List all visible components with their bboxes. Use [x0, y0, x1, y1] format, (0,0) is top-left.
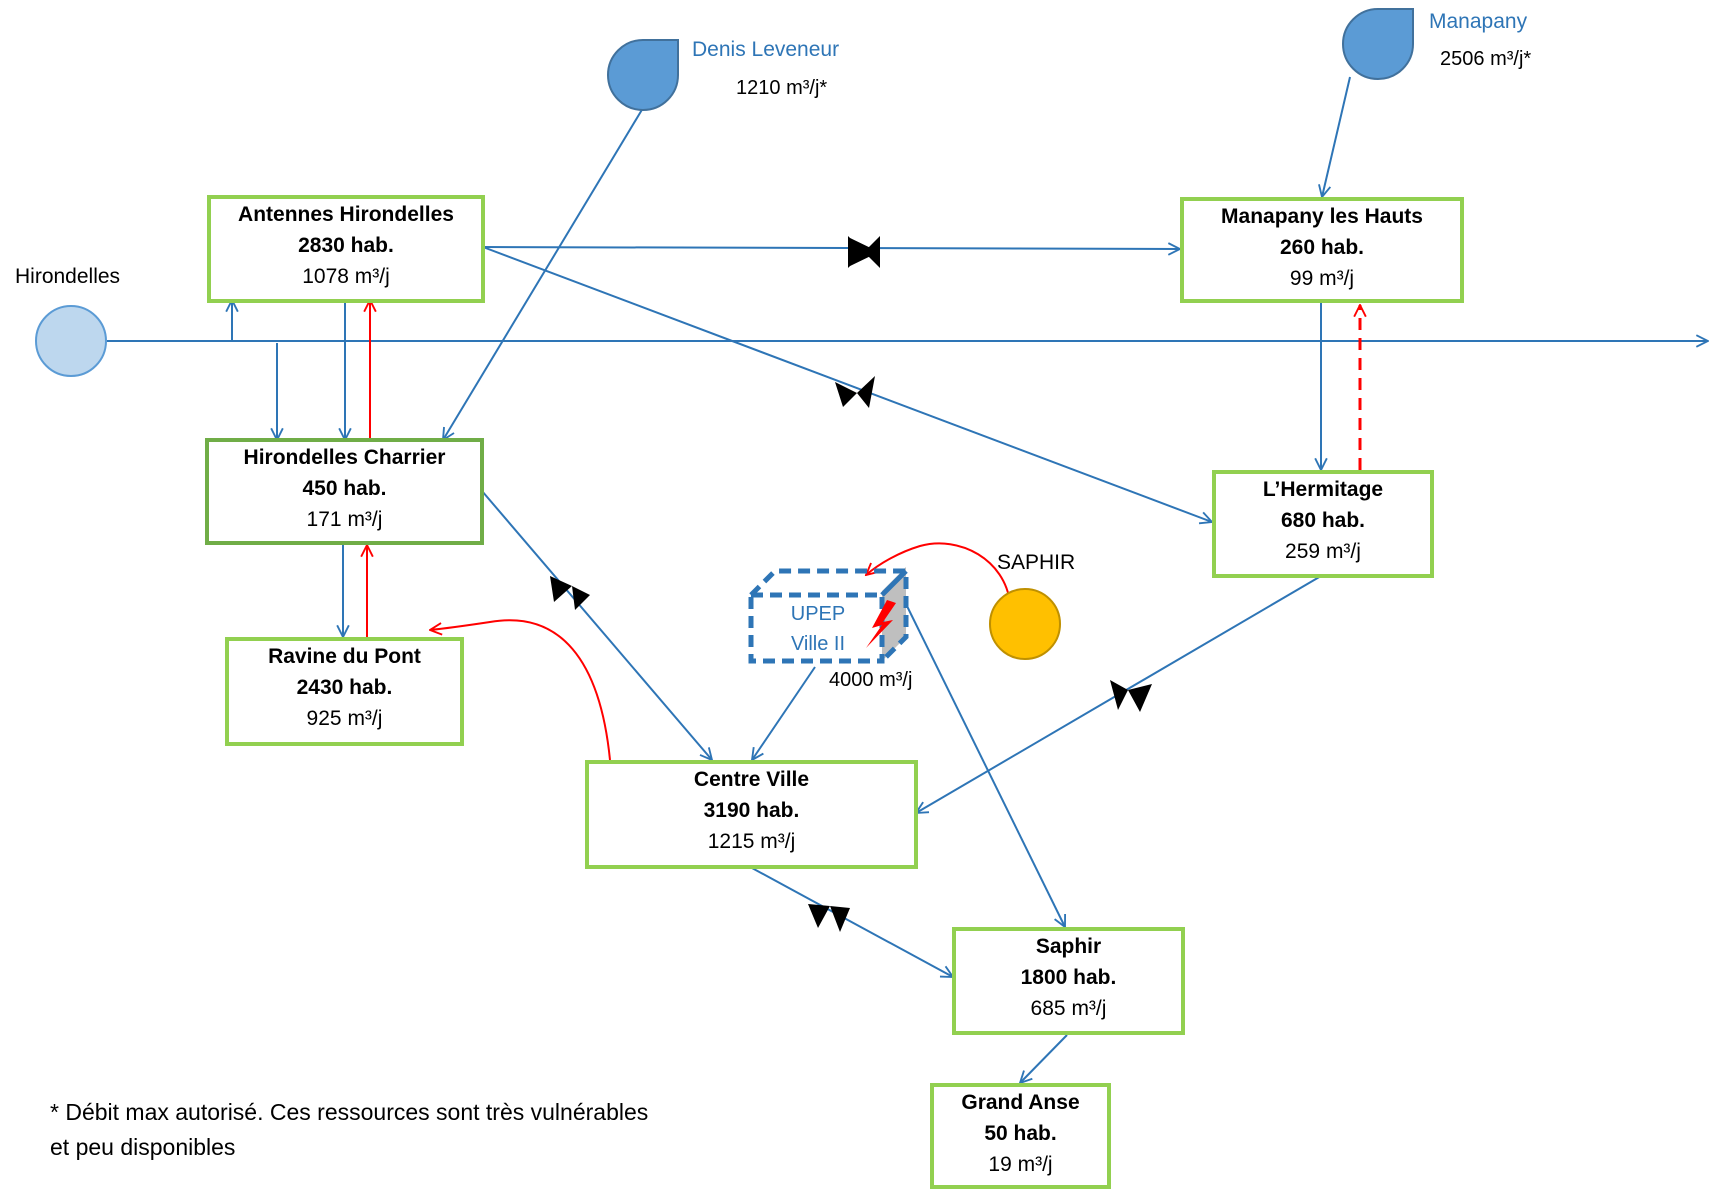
node-flow: 171 m³/j [306, 508, 383, 531]
backup-saphir-to-upep [866, 542, 1011, 604]
node-name: L’Hermitage [1262, 478, 1384, 501]
node-ravine-du-pont[interactable]: Ravine du Pont 2430 hab. 925 m³/j [225, 637, 464, 746]
node-centre-ville[interactable]: Centre Ville 3190 hab. 1215 m³/j [585, 760, 918, 869]
node-population: 50 hab. [984, 1122, 1057, 1145]
saphir-resource-icon [989, 588, 1061, 660]
node-hirondelles-charrier[interactable]: Hirondelles Charrier 450 hab. 171 m³/j [205, 438, 484, 545]
pipe-centre-to-saphir [751, 867, 953, 977]
node-flow: 99 m³/j [1289, 267, 1355, 290]
valve-icon [1110, 680, 1152, 712]
upep-capacity: 4000 m³/j [829, 669, 913, 691]
node-population: 3190 hab. [703, 799, 800, 822]
node-flow: 925 m³/j [306, 707, 383, 730]
upep-line1: UPEP [790, 603, 846, 625]
node-flow: 259 m³/j [1285, 540, 1361, 563]
upep-label: UPEP Ville II [762, 599, 874, 659]
node-flow: 1078 m³/j [302, 265, 390, 288]
saphir-resource-label: SAPHIR [997, 551, 1076, 574]
node-name: Antennes Hirondelles [238, 203, 454, 226]
node-name: Manapany les Hauts [1221, 205, 1423, 228]
pipe-manapany-to-hauts [1322, 76, 1351, 197]
valve-icon [550, 576, 590, 610]
manapany-label: Manapany [1429, 10, 1528, 33]
valve-icon [848, 236, 880, 268]
denis-leveneur-source-icon [607, 39, 679, 111]
denis-leveneur-flow: 1210 m³/j* [736, 77, 828, 99]
node-name: Grand Anse [961, 1091, 1080, 1114]
backup-centre-to-ravine [430, 619, 611, 761]
node-population: 260 hab. [1279, 236, 1365, 259]
node-manapany-les-hauts[interactable]: Manapany les Hauts 260 hab. 99 m³/j [1180, 197, 1464, 303]
node-population: 2430 hab. [296, 676, 393, 699]
node-antennes-hirondelles[interactable]: Antennes Hirondelles 2830 hab. 1078 m³/j [207, 195, 485, 303]
hirondelles-label: Hirondelles [15, 265, 121, 288]
lightning-icon [866, 600, 896, 648]
node-l-hermitage[interactable]: L’Hermitage 680 hab. 259 m³/j [1212, 470, 1434, 578]
valves [550, 236, 1152, 932]
node-name: Ravine du Pont [268, 645, 421, 668]
manapany-flow: 2506 m³/j* [1440, 48, 1532, 70]
node-name: Saphir [1035, 935, 1102, 958]
pipe-charrier-to-centre [481, 490, 712, 760]
node-grand-anse[interactable]: Grand Anse 50 hab. 19 m³/j [930, 1083, 1111, 1189]
node-population: 2830 hab. [298, 234, 394, 257]
node-flow: 19 m³/j [988, 1153, 1053, 1176]
footnote: * Débit max autorisé. Ces ressources son… [50, 1099, 649, 1160]
backup-links [367, 300, 1360, 761]
node-population: 450 hab. [302, 477, 387, 500]
node-population: 680 hab. [1280, 509, 1366, 532]
node-name: Centre Ville [693, 768, 810, 791]
node-name: Hirondelles Charrier [243, 446, 446, 469]
node-population: 1800 hab. [1020, 966, 1117, 989]
node-saphir[interactable]: Saphir 1800 hab. 685 m³/j [952, 927, 1185, 1035]
pipe-upep-to-saphir [904, 601, 1065, 927]
valve-icon [835, 376, 875, 408]
pipe-saphir-to-grand-anse [1020, 1034, 1068, 1083]
upep-line2: Ville II [790, 633, 846, 655]
node-flow: 1215 m³/j [707, 830, 796, 853]
manapany-source-icon [1342, 8, 1414, 80]
pipe-denis-to-charrier [443, 107, 644, 440]
valve-icon [808, 904, 850, 932]
node-flow: 685 m³/j [1030, 997, 1107, 1020]
hirondelles-source-icon [35, 305, 107, 377]
denis-leveneur-label: Denis Leveneur [692, 38, 840, 61]
pipe-upep-to-centre [752, 666, 816, 760]
pipe-antennes-to-manapany-hauts [482, 247, 1180, 249]
upep-ville-ii-icon [748, 567, 909, 664]
pipe-antennes-to-hermitage [482, 246, 1212, 522]
